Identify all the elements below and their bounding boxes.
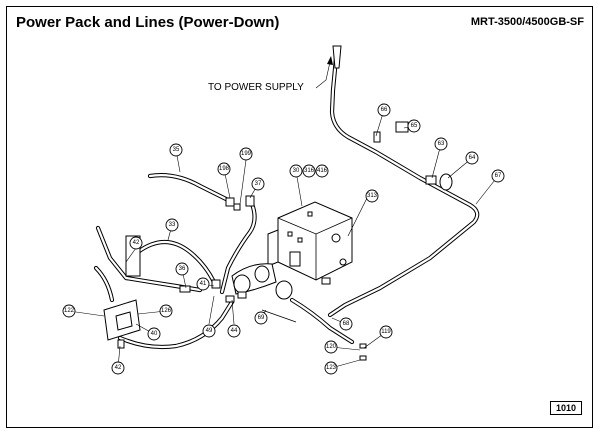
callout-36: 36 [175, 262, 189, 276]
hose-left-upper [95, 225, 203, 293]
model-number: MRT-3500/4500GB-SF [470, 16, 584, 28]
callout-123: 123 [324, 361, 338, 375]
callout-42-upper: 42 [129, 236, 143, 250]
page-title: Power Pack and Lines (Power-Down) [16, 14, 280, 31]
svg-text:33: 33 [169, 222, 176, 228]
callout-316: 316 [302, 164, 316, 178]
callout-64: 64 [465, 151, 479, 165]
fittings [117, 121, 453, 361]
svg-text:30: 30 [293, 168, 300, 174]
callout-42-lower: 42 [111, 361, 125, 375]
callout-126: 126 [159, 304, 173, 318]
hose-33 [135, 239, 217, 285]
svg-text:416: 416 [317, 168, 328, 174]
callout-67: 67 [491, 169, 505, 183]
svg-text:63: 63 [438, 141, 445, 147]
callout-313: 313 [365, 189, 379, 203]
callout-199: 199 [239, 147, 253, 161]
svg-text:64: 64 [469, 155, 476, 161]
hose-68 [289, 297, 355, 345]
svg-text:35: 35 [173, 147, 180, 153]
power-supply-arrow [315, 61, 331, 89]
svg-text:36: 36 [179, 266, 186, 272]
hose-35 [147, 173, 235, 205]
power-supply-cable [327, 45, 480, 318]
callout-198: 198 [217, 162, 231, 176]
callout-68: 68 [339, 317, 353, 331]
callout-69: 69 [254, 311, 268, 325]
callout-30: 30 [289, 164, 303, 178]
callout-66: 66 [377, 103, 391, 117]
svg-text:119: 119 [381, 329, 391, 335]
callout-35: 35 [169, 143, 183, 157]
svg-text:41: 41 [200, 281, 207, 287]
power-pack [231, 201, 353, 300]
callout-63: 63 [434, 137, 448, 151]
svg-text:198: 198 [219, 166, 230, 172]
callout-37: 37 [251, 177, 265, 191]
callout-33: 33 [165, 218, 179, 232]
svg-text:68: 68 [343, 321, 350, 327]
svg-text:316: 316 [304, 168, 315, 174]
callout-41: 41 [196, 277, 210, 291]
hose-37 [219, 201, 257, 295]
svg-text:37: 37 [255, 181, 262, 187]
svg-text:126: 126 [161, 308, 172, 314]
svg-text:123: 123 [326, 365, 337, 371]
svg-text:122: 122 [64, 308, 75, 314]
svg-text:65: 65 [411, 123, 418, 129]
callout-120: 120 [324, 340, 338, 354]
hose-left-mid [93, 265, 115, 303]
callout-119: 119 [379, 325, 393, 339]
svg-text:40: 40 [151, 331, 158, 337]
svg-text:120: 120 [326, 344, 337, 350]
callout-44: 44 [227, 324, 241, 338]
svg-text:44: 44 [231, 328, 238, 334]
callout-40: 40 [147, 327, 161, 341]
callout-122: 122 [62, 304, 76, 318]
svg-text:313: 313 [367, 193, 378, 199]
callout-49: 49 [202, 324, 216, 338]
callout-416: 416 [315, 164, 329, 178]
callout-65: 65 [407, 119, 421, 133]
svg-text:66: 66 [381, 107, 388, 113]
svg-text:69: 69 [258, 315, 265, 321]
page-number: 1010 [550, 401, 582, 415]
svg-text:199: 199 [241, 151, 252, 157]
svg-text:42: 42 [133, 240, 140, 246]
hose-left-lower [117, 299, 235, 350]
power-supply-label: TO POWER SUPPLY [208, 82, 304, 93]
svg-text:42: 42 [115, 365, 122, 371]
svg-text:49: 49 [206, 328, 213, 334]
drawing-frame [6, 6, 593, 428]
svg-text:67: 67 [495, 173, 502, 179]
